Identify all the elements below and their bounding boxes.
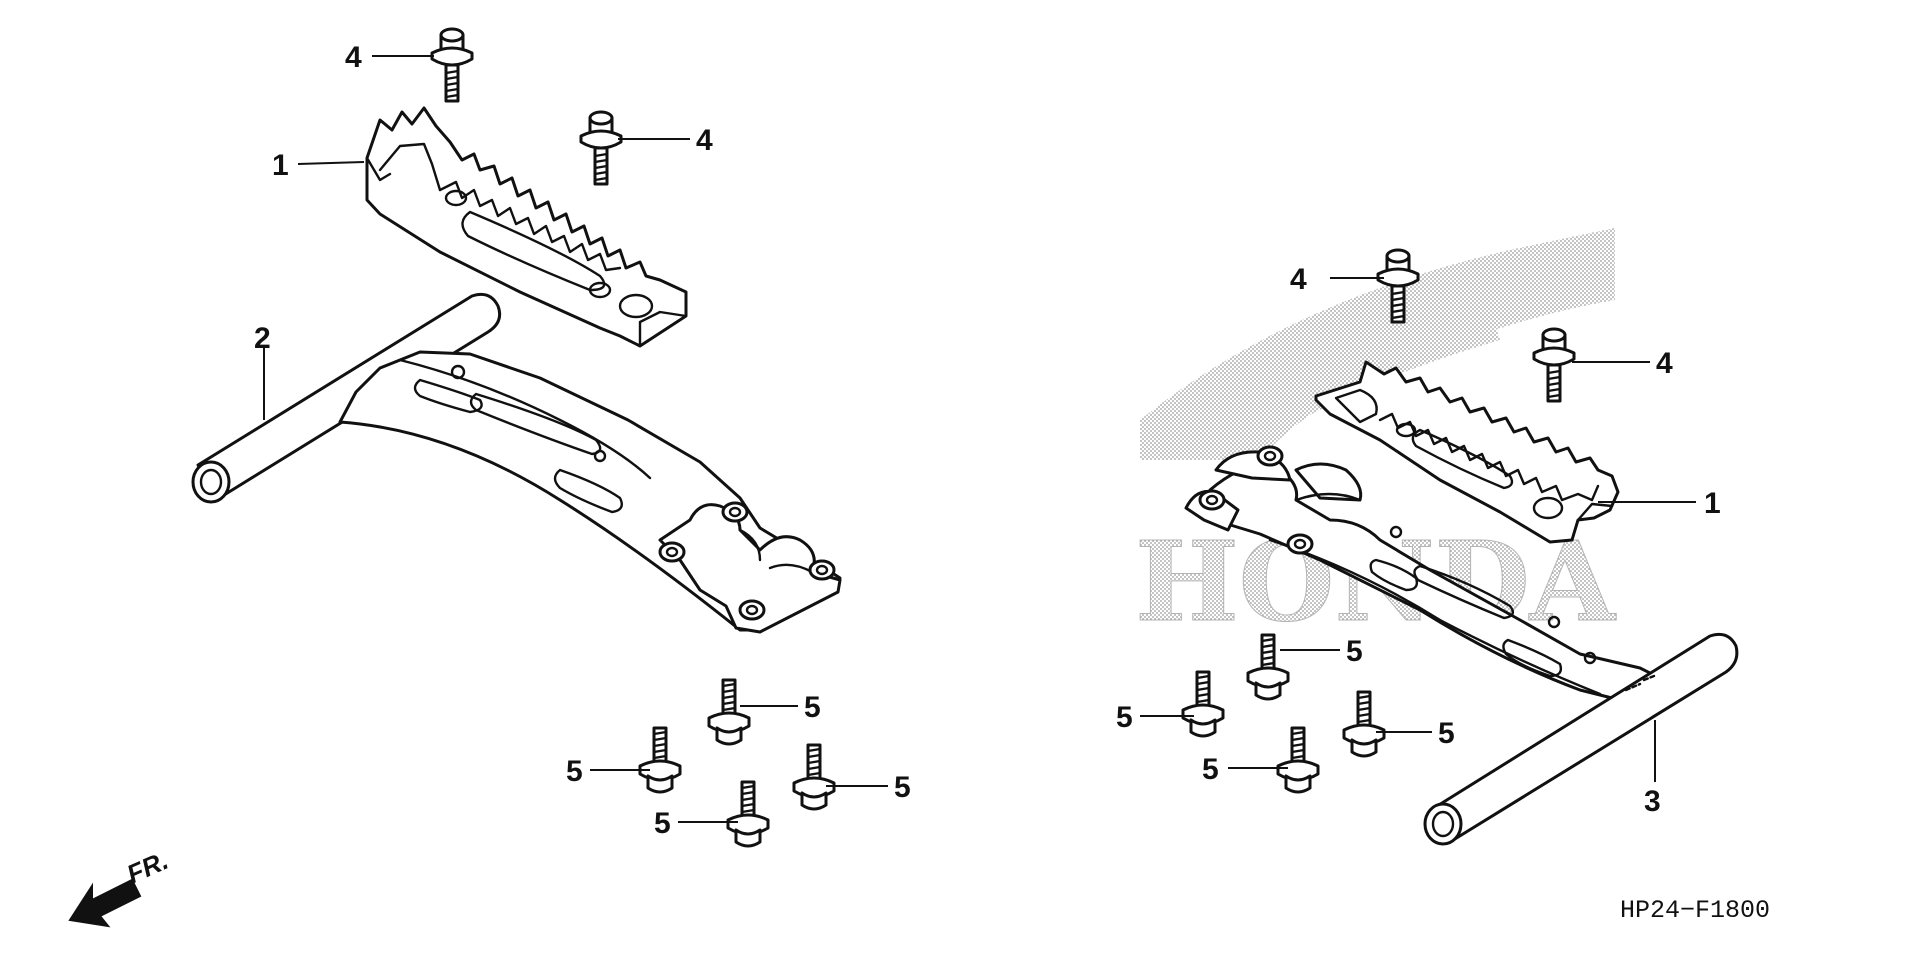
bolt-5-left-2 xyxy=(638,726,682,794)
bolt-5-left-4 xyxy=(726,780,770,848)
footpeg-step-left xyxy=(365,106,688,348)
callout-1-right: 1 xyxy=(1704,487,1721,520)
callout-4-right-left: 4 xyxy=(1290,263,1307,296)
callout-4-top-left: 4 xyxy=(345,41,362,74)
callout-4-top-mid: 4 xyxy=(696,124,713,157)
callout-5-left-4: 5 xyxy=(654,807,671,840)
callout-5-right-2: 5 xyxy=(1116,701,1133,734)
bolt-4-top-mid xyxy=(579,110,623,186)
callout-4-right-right: 4 xyxy=(1656,347,1673,380)
callout-3: 3 xyxy=(1644,785,1661,818)
bolt-4-right-right xyxy=(1532,327,1576,403)
bolt-5-right-3 xyxy=(1342,690,1386,758)
bolt-5-left-1 xyxy=(707,678,751,746)
footpeg-step-right xyxy=(1314,360,1620,544)
callout-5-left-2: 5 xyxy=(566,755,583,788)
callout-2: 2 xyxy=(254,322,271,355)
leader-lines xyxy=(263,55,1696,823)
bolt-5-right-2 xyxy=(1181,670,1225,738)
callout-1-left: 1 xyxy=(272,149,289,182)
diagram-code: HP24−F1800 xyxy=(1620,896,1770,925)
callout-5-left-3: 5 xyxy=(894,771,911,804)
step-bracket-left xyxy=(191,292,842,634)
callout-5-right-1: 5 xyxy=(1346,635,1363,668)
callout-5-right-4: 5 xyxy=(1202,753,1219,786)
front-direction-arrow: FR. xyxy=(68,845,173,928)
step-bracket-right xyxy=(1184,445,1739,846)
bolt-5-left-3 xyxy=(792,743,836,811)
callout-5-left-1: 5 xyxy=(804,691,821,724)
callout-5-right-3: 5 xyxy=(1438,717,1455,750)
bolt-5-right-4 xyxy=(1276,726,1320,794)
bolt-4-top-left xyxy=(430,27,474,103)
